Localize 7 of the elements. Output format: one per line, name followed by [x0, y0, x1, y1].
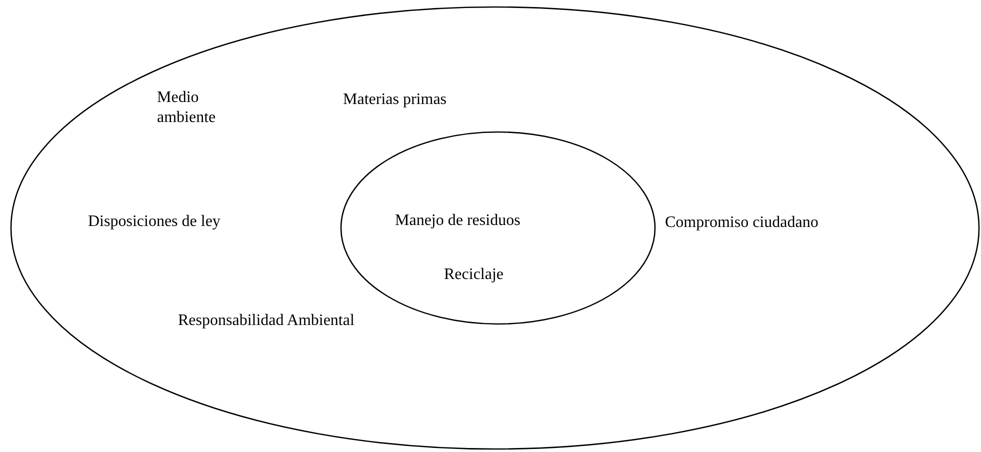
concept-label: Reciclaje: [444, 265, 504, 285]
concept-label: Responsabilidad Ambiental: [178, 311, 354, 331]
concept-label: Materias primas: [343, 90, 447, 110]
concept-label: Manejo de residuos: [395, 211, 520, 231]
concept-label: Disposiciones de ley: [88, 212, 220, 232]
concept-label: Compromiso ciudadano: [665, 213, 818, 233]
concept-label: Medio ambiente: [157, 88, 217, 128]
